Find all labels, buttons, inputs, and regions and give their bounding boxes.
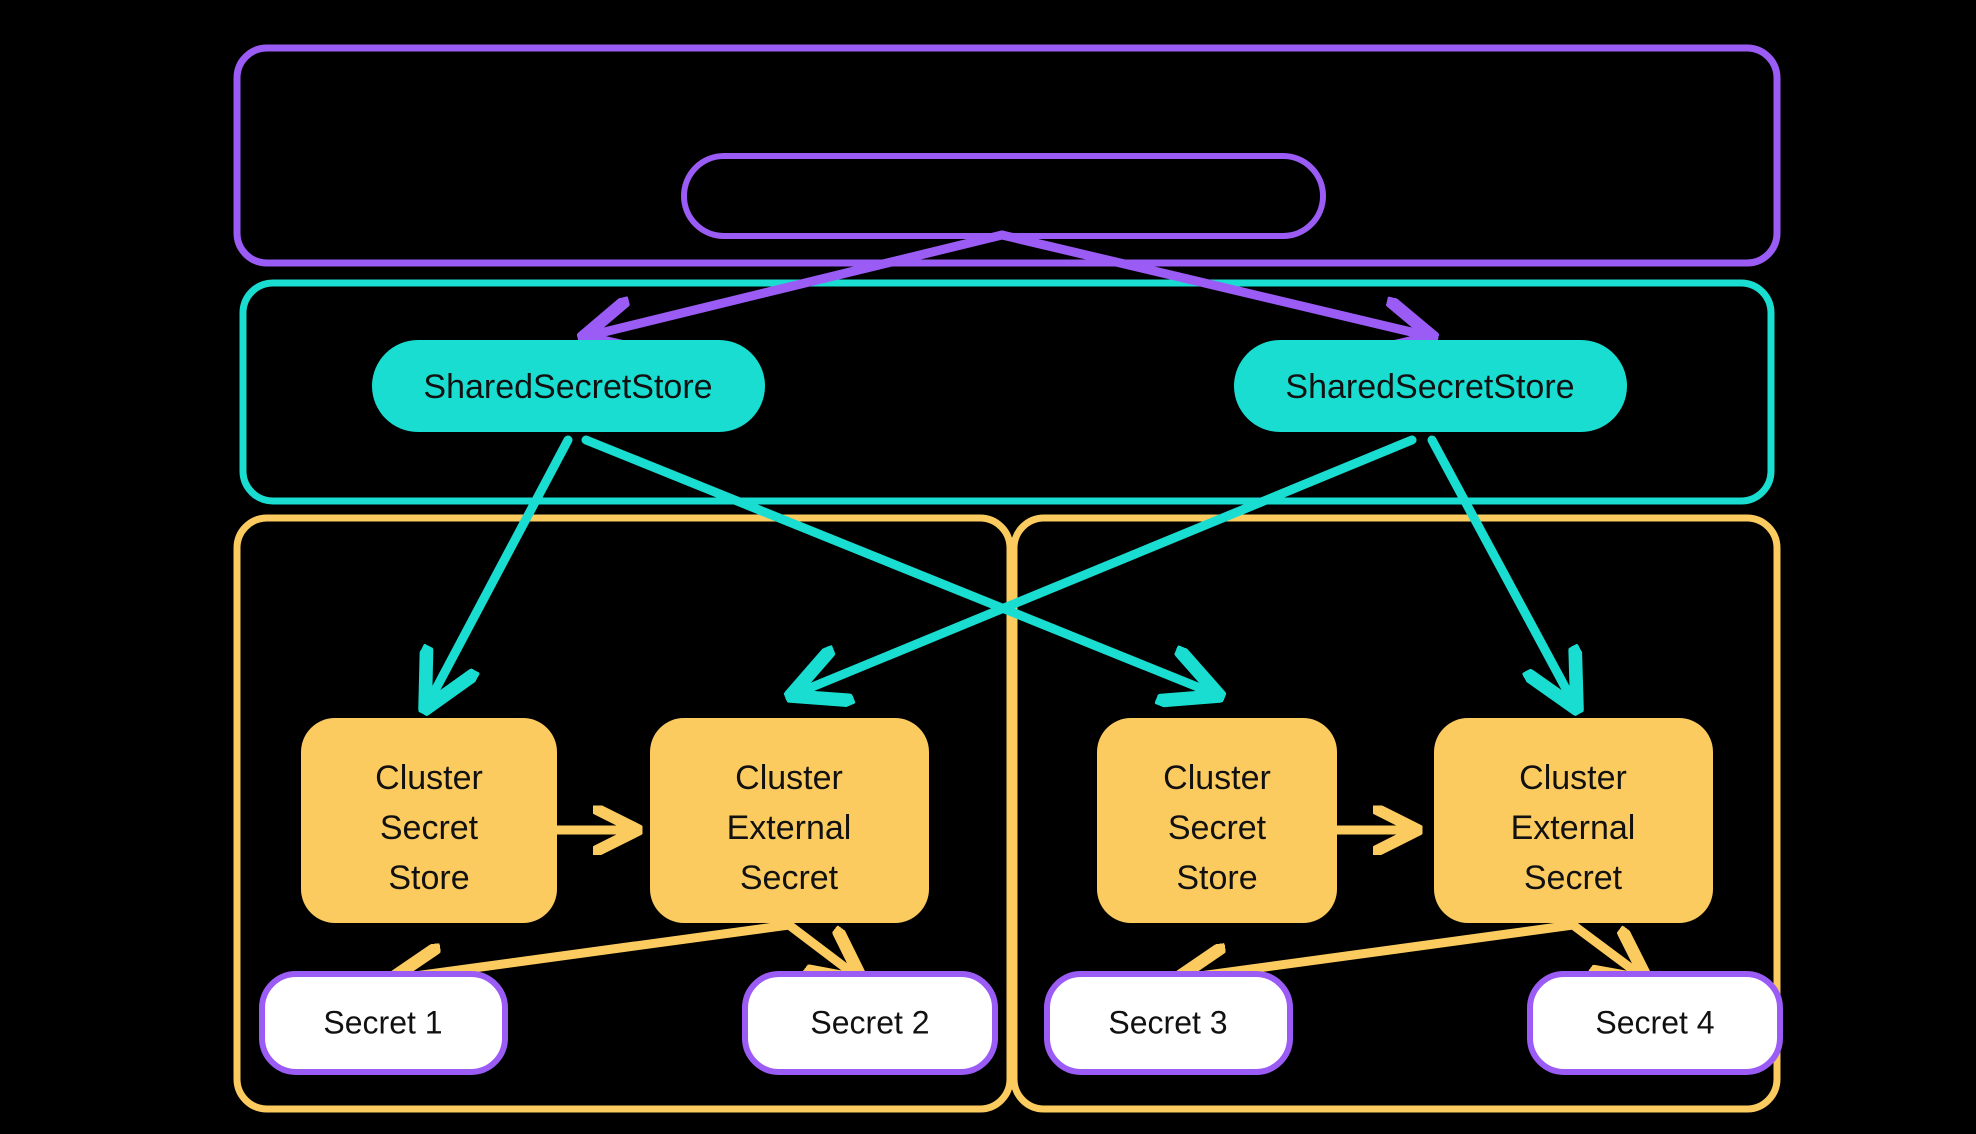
shared-store-left-label: SharedSecretStore xyxy=(423,368,712,406)
cluster-external-secret-left-line-3: Secret xyxy=(740,859,839,897)
edge-ces-left-to-secret-1 xyxy=(400,920,794,978)
cluster-external-secret-right-line-3: Secret xyxy=(1524,859,1623,897)
secret-1-label: Secret 1 xyxy=(323,1004,442,1040)
edge-shared-left-to-css-right xyxy=(581,435,1210,692)
secret-4-shape[interactable] xyxy=(1527,971,1783,1075)
cluster-secret-store-left-line-1: Cluster xyxy=(375,759,483,797)
cluster-left-container xyxy=(233,514,1014,1113)
edge-ces-left-to-secret-2 xyxy=(784,920,855,975)
cluster-secret-store-right-shape[interactable] xyxy=(1097,718,1337,923)
secret-1-node[interactable]: Secret 1 xyxy=(259,971,508,1075)
cluster-external-secret-left-line-1: Cluster xyxy=(735,759,843,797)
cluster-secret-store-right-line-2: Secret xyxy=(1168,809,1267,847)
cluster-secret-store-left[interactable]: Cluster Secret Store xyxy=(301,718,557,923)
controller-node-shape[interactable] xyxy=(681,153,1326,239)
edge-shared-right-to-ces-left xyxy=(800,435,1417,692)
secret-3-node[interactable]: Secret 3 xyxy=(1044,971,1293,1075)
cluster-secret-store-right[interactable]: Cluster Secret Store xyxy=(1097,718,1337,923)
cluster-secret-store-right-line-1: Cluster xyxy=(1163,759,1271,797)
secret-3-label: Secret 3 xyxy=(1108,1004,1227,1040)
edge-shared-right-to-ces-right xyxy=(1427,435,1572,700)
cluster-right-container xyxy=(1010,514,1781,1113)
cluster-external-secret-left[interactable]: Cluster External Secret xyxy=(650,718,929,923)
cluster-external-secret-right-line-2: External xyxy=(1511,809,1636,847)
secret-1-shape[interactable] xyxy=(259,971,508,1075)
container-group xyxy=(233,44,1781,1113)
edges-purple xyxy=(592,230,1424,335)
shared-store-right-shape[interactable] xyxy=(1234,340,1627,432)
cluster-external-secret-left-shape[interactable] xyxy=(650,718,929,923)
cluster-external-secret-left-line-2: External xyxy=(727,809,852,847)
secret-3-shape[interactable] xyxy=(1044,971,1293,1075)
shared-layer-container xyxy=(239,279,1775,505)
cluster-secret-store-left-line-3: Store xyxy=(388,859,469,897)
edge-controller-to-shared-left xyxy=(592,230,1007,335)
top-container xyxy=(233,44,1781,267)
shared-store-right-label: SharedSecretStore xyxy=(1285,368,1574,406)
secret-2-label: Secret 2 xyxy=(810,1004,929,1040)
shared-store-left-shape[interactable] xyxy=(372,340,765,432)
cluster-external-secret-right-line-1: Cluster xyxy=(1519,759,1627,797)
cluster-secret-store-left-line-2: Secret xyxy=(380,809,479,847)
edge-shared-left-to-css-left xyxy=(430,435,573,700)
edge-ces-right-to-secret-3 xyxy=(1185,920,1578,978)
secret-2-shape[interactable] xyxy=(742,971,998,1075)
cluster-secret-store-right-line-3: Store xyxy=(1176,859,1257,897)
cluster-external-secret-right[interactable]: Cluster External Secret xyxy=(1434,718,1713,923)
shared-store-right[interactable]: SharedSecretStore xyxy=(1234,340,1627,432)
controller-node[interactable] xyxy=(681,153,1326,239)
edges-teal xyxy=(430,435,1572,700)
edge-controller-to-shared-right xyxy=(997,230,1424,335)
cluster-external-secret-right-shape[interactable] xyxy=(1434,718,1713,923)
shared-store-left[interactable]: SharedSecretStore xyxy=(372,340,765,432)
cluster-secret-store-left-shape[interactable] xyxy=(301,718,557,923)
secret-4-label: Secret 4 xyxy=(1595,1004,1714,1040)
edges-yellow-to-secrets xyxy=(400,920,1640,978)
secret-2-node[interactable]: Secret 2 xyxy=(742,971,998,1075)
edge-ces-right-to-secret-4 xyxy=(1568,920,1640,975)
secret-4-node[interactable]: Secret 4 xyxy=(1527,971,1783,1075)
